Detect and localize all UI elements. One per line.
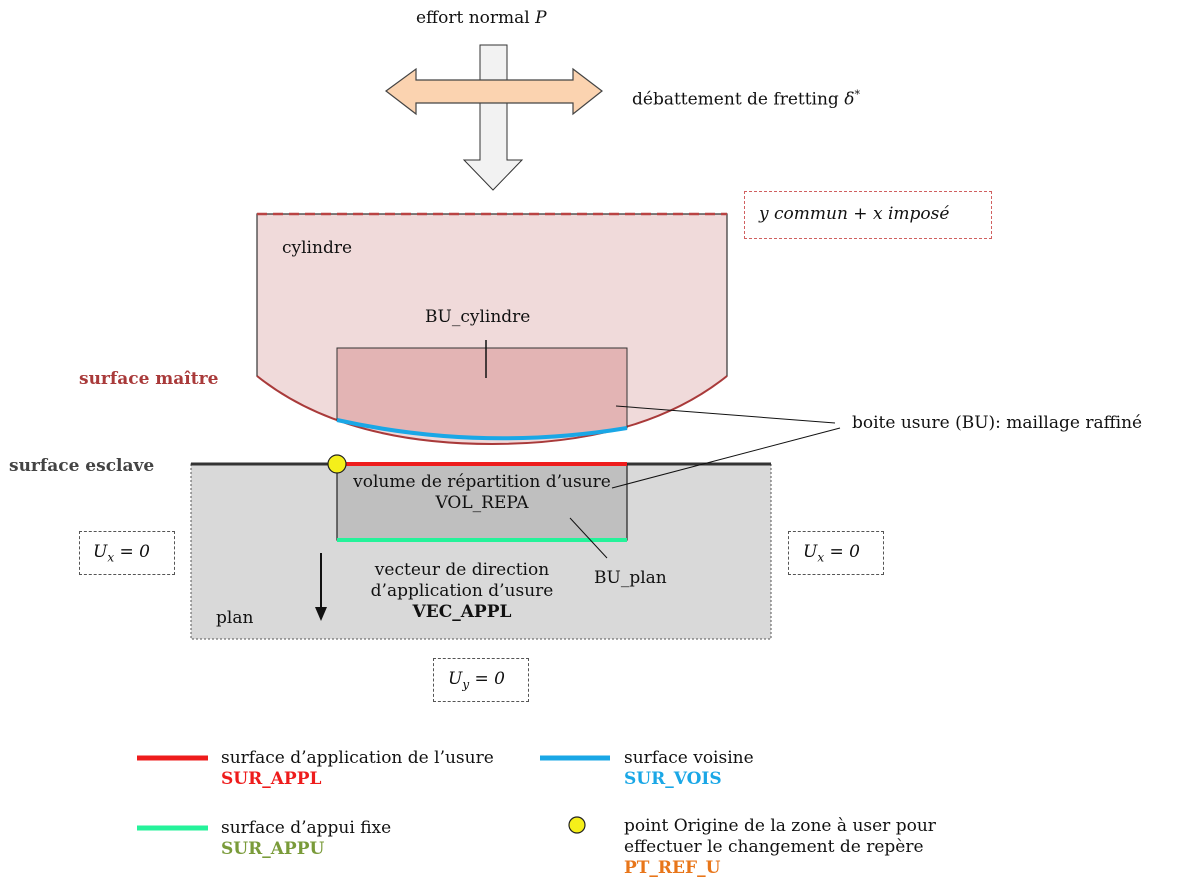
plan-label: plan: [216, 608, 254, 628]
ux-left-sub: x: [107, 550, 115, 565]
bc-top-text: y commun + x imposé: [759, 204, 950, 224]
debattement-label: débattement de fretting δ*: [632, 84, 860, 111]
ux-right-symbol: U: [803, 542, 818, 562]
legend-sur-vois-name: SUR_VOIS: [624, 769, 722, 789]
legend-sur-appu: surface d’appui fixe SUR_APPU: [221, 818, 391, 860]
ux-right-rest: = 0: [824, 542, 860, 562]
vec-appl-line2: d’application d’usure: [370, 581, 554, 601]
effort-normal-arrow: [462, 44, 524, 191]
legend-pt-ref-u-desc1: point Origine de la zone à user pour: [624, 816, 936, 836]
surface-maitre-curve: [256, 375, 728, 446]
ux-left-rest: = 0: [114, 542, 150, 562]
legend-sur-appl: surface d’application de l’usure SUR_APP…: [221, 748, 494, 790]
debattement-symbol: δ: [844, 89, 855, 110]
uy-box: [433, 658, 529, 702]
legend-pt-ref-u: point Origine de la zone à user pour eff…: [624, 816, 936, 879]
vol-repa-line1: volume de répartition d’usure: [353, 472, 611, 492]
vec-appl-arrow-head: [315, 607, 327, 621]
bu-pointer-line-1: [615, 405, 836, 424]
legend-sur-vois-desc: surface voisine: [624, 748, 754, 768]
legend-pt-ref-u-desc2: effectuer le changement de repère: [624, 837, 924, 857]
ux-right-sub: x: [817, 550, 825, 565]
legend-sur-appl-desc: surface d’application de l’usure: [221, 748, 494, 768]
legend-sur-appl-name: SUR_APPL: [221, 769, 322, 789]
pt-ref-u-point: [327, 454, 347, 474]
bu-cylindre-label: BU_cylindre: [425, 307, 531, 327]
boite-usure-label: boite usure (BU): maillage raffiné: [852, 413, 1143, 433]
fretting-double-arrow: [384, 67, 603, 116]
vec-appl-label: vecteur de direction d’application d’usu…: [362, 560, 562, 623]
uy-symbol: U: [448, 669, 463, 689]
surface-esclave-label: surface esclave: [9, 456, 155, 476]
uy-sub: y: [462, 677, 470, 692]
ux-left-text: Ux = 0: [93, 542, 150, 568]
effort-normal-text: effort normal: [416, 8, 536, 28]
uy-rest: = 0: [469, 669, 505, 689]
bu-pointer-line-2: [611, 427, 841, 489]
legend-pt-ref-u-swatch: [568, 816, 586, 834]
bu-cylindre-box: [336, 347, 628, 439]
legend-sur-vois: surface voisine SUR_VOIS: [624, 748, 754, 790]
bu-plan-label: BU_plan: [594, 568, 667, 588]
surface-maitre-label: surface maître: [79, 369, 219, 389]
debattement-text: débattement de fretting: [632, 89, 845, 110]
ux-left-box: [79, 531, 175, 575]
vol-repa-line2: VOL_REPA: [435, 493, 529, 513]
vec-appl-line1: vecteur de direction: [374, 560, 550, 580]
sur-vois-line: [336, 418, 628, 441]
vol-repa-label: volume de répartition d’usure VOL_REPA: [350, 472, 614, 514]
legend-pt-ref-u-name: PT_REF_U: [624, 858, 721, 878]
legend-sur-appu-desc: surface d’appui fixe: [221, 818, 392, 838]
legend-sur-appu-name: SUR_APPU: [221, 839, 325, 859]
effort-normal-symbol: P: [535, 8, 547, 28]
vec-appl-name: VEC_APPL: [412, 602, 512, 622]
cylindre-label: cylindre: [282, 238, 353, 258]
bc-top-box: [744, 191, 992, 239]
bu-plan-pointer: [569, 517, 608, 559]
uy-text: Uy = 0: [448, 669, 505, 695]
ux-left-symbol: U: [93, 542, 108, 562]
debattement-sup: *: [854, 88, 860, 101]
effort-normal-label: effort normal P: [416, 8, 547, 29]
ux-right-text: Ux = 0: [803, 542, 860, 568]
ux-right-box: [788, 531, 884, 575]
